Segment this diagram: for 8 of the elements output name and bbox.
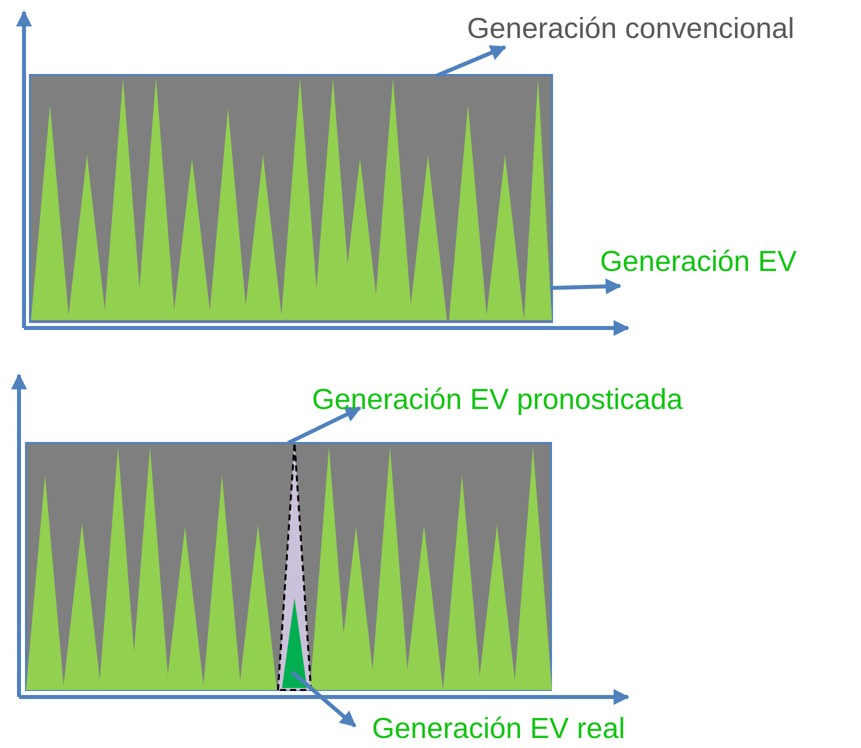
- callout-label: Generación EV: [600, 245, 797, 279]
- arrow: [287, 406, 362, 445]
- callout-label: Generación EV pronosticada: [312, 383, 683, 417]
- arrow: [550, 278, 622, 294]
- callout-label: Generación EV real: [372, 712, 626, 746]
- callout-label: Generación convencional: [467, 12, 794, 46]
- arrow: [435, 45, 506, 78]
- arrow: [290, 670, 356, 728]
